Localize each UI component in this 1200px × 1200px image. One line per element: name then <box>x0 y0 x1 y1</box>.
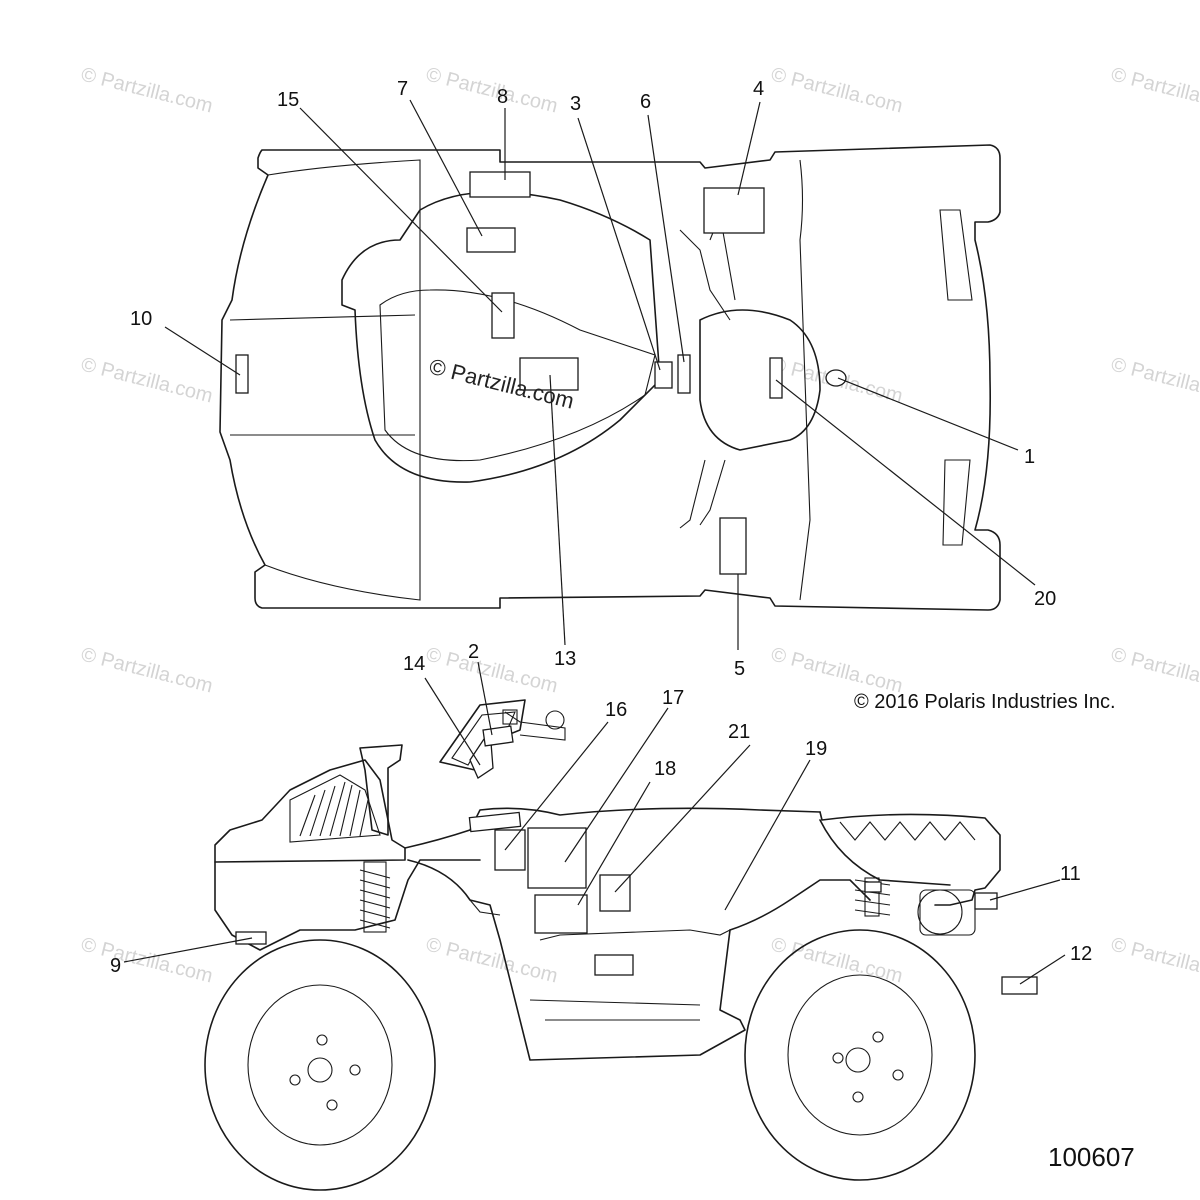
atv-side-view <box>204 699 1038 1191</box>
watermark: © Partzilla.com <box>424 934 560 988</box>
decal-18 <box>534 894 588 934</box>
decal-11 <box>974 892 998 910</box>
figure-number: 100607 <box>1048 1142 1135 1172</box>
callout-20: 20 <box>1034 588 1056 610</box>
front-shock <box>359 861 391 933</box>
decal-2 <box>482 725 514 747</box>
callout-21: 21 <box>728 721 750 743</box>
callout-7: 7 <box>397 78 408 100</box>
watermark: © Partzilla.com <box>769 644 905 698</box>
watermark: © Partzilla.com <box>1109 354 1200 408</box>
callout-8: 8 <box>497 86 508 108</box>
decal-3 <box>654 361 673 389</box>
callout-6: 6 <box>640 91 651 113</box>
callout-labels: 1 2 3 4 5 6 7 8 9 10 11 12 13 14 15 16 1… <box>110 78 1092 977</box>
decal-10 <box>235 354 249 394</box>
callout-9: 9 <box>110 955 121 977</box>
callout-12: 12 <box>1070 943 1092 965</box>
decal-5 <box>719 517 747 575</box>
front-wheel <box>204 939 436 1191</box>
rear-wheel <box>744 929 976 1181</box>
decal-4 <box>703 187 765 234</box>
decal-21 <box>599 874 631 912</box>
decal-side-lower <box>594 954 634 976</box>
watermark: © Partzilla.com <box>79 644 215 698</box>
callout-18: 18 <box>654 758 676 780</box>
callout-2: 2 <box>468 641 479 663</box>
decal-6 <box>677 354 691 394</box>
callout-11: 11 <box>1060 863 1081 885</box>
watermark: © Partzilla.com <box>79 934 215 988</box>
callout-10: 10 <box>130 308 152 330</box>
decal-17 <box>527 827 587 889</box>
decal-1-gas-cap <box>825 369 847 387</box>
decal-12 <box>1001 976 1038 995</box>
decal-8 <box>469 171 531 198</box>
callout-17: 17 <box>662 687 684 709</box>
watermark: © Partzilla.com <box>424 64 560 118</box>
callout-16: 16 <box>605 699 627 721</box>
watermark: © Partzilla.com <box>1109 64 1200 118</box>
callout-14: 14 <box>403 653 425 675</box>
decal-7 <box>466 227 516 253</box>
decal-13 <box>519 357 579 391</box>
decal-side-rear <box>864 881 882 893</box>
decal-15 <box>491 292 515 339</box>
watermark: © Partzilla.com <box>79 64 215 118</box>
callout-1: 1 <box>1024 446 1035 468</box>
copyright-notice: © 2016 Polaris Industries Inc. <box>854 691 1116 713</box>
watermark: © Partzilla.com <box>769 64 905 118</box>
watermark: © Partzilla.com <box>1109 934 1200 988</box>
decal-16 <box>494 829 526 871</box>
callout-5: 5 <box>734 658 745 680</box>
callout-4: 4 <box>753 78 764 100</box>
watermark: © Partzilla.com <box>424 644 560 698</box>
callout-13: 13 <box>554 648 576 670</box>
watermark: © Partzilla.com <box>1109 644 1200 698</box>
callout-3: 3 <box>570 93 581 115</box>
decal-20 <box>769 357 783 399</box>
decal-side-top <box>468 811 522 833</box>
callout-19: 19 <box>805 738 827 760</box>
callout-15: 15 <box>277 89 299 111</box>
watermark: © Partzilla.com <box>79 354 215 408</box>
leader-lines <box>123 99 1066 985</box>
